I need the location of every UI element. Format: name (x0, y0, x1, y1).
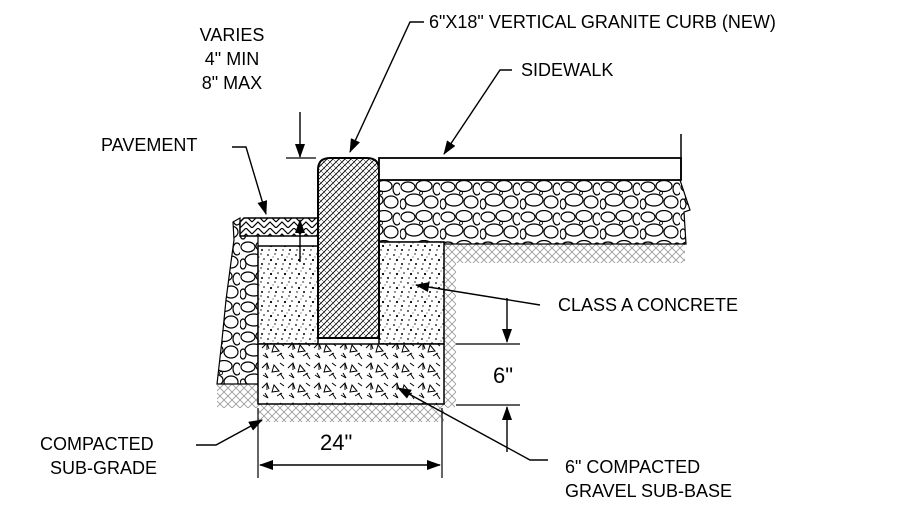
varies-min-label: 4" MIN (204, 49, 260, 69)
pavement-leader (232, 146, 268, 215)
sidewalk-label: SIDEWALK (521, 60, 614, 80)
pavement-stone-base (216, 216, 259, 385)
pavement-label: PAVEMENT (101, 135, 198, 155)
width-label: 24" (320, 430, 353, 455)
class-a-concrete-right (378, 241, 445, 345)
sidewalk-leader (443, 69, 512, 155)
class-a-concrete-left (257, 245, 319, 345)
subgrade-label-line1: COMPACTED (40, 434, 154, 454)
concrete-leader (415, 282, 541, 306)
sidewalk-stone-base (378, 179, 691, 245)
sidewalk-slab (378, 157, 682, 181)
curb-leader (349, 21, 424, 153)
curb-label: 6"X18" VERTICAL GRANITE CURB (NEW) (429, 12, 776, 32)
granite-curb (317, 157, 380, 339)
concrete-label: CLASS A CONCRETE (558, 295, 739, 315)
depth-label: 6" (493, 363, 514, 388)
varies-max-label: 8" MAX (201, 73, 263, 93)
subgrade-label-line2: SUB-GRADE (50, 458, 158, 478)
gravel-sub-base (257, 343, 445, 405)
subgrade-leader (196, 419, 263, 446)
gravel-label-line1: 6" COMPACTED (565, 457, 701, 477)
pavement-layer (239, 217, 319, 237)
varies-label: VARIES (199, 25, 265, 45)
gravel-label-line2: GRAVEL SUB-BASE (565, 481, 733, 501)
